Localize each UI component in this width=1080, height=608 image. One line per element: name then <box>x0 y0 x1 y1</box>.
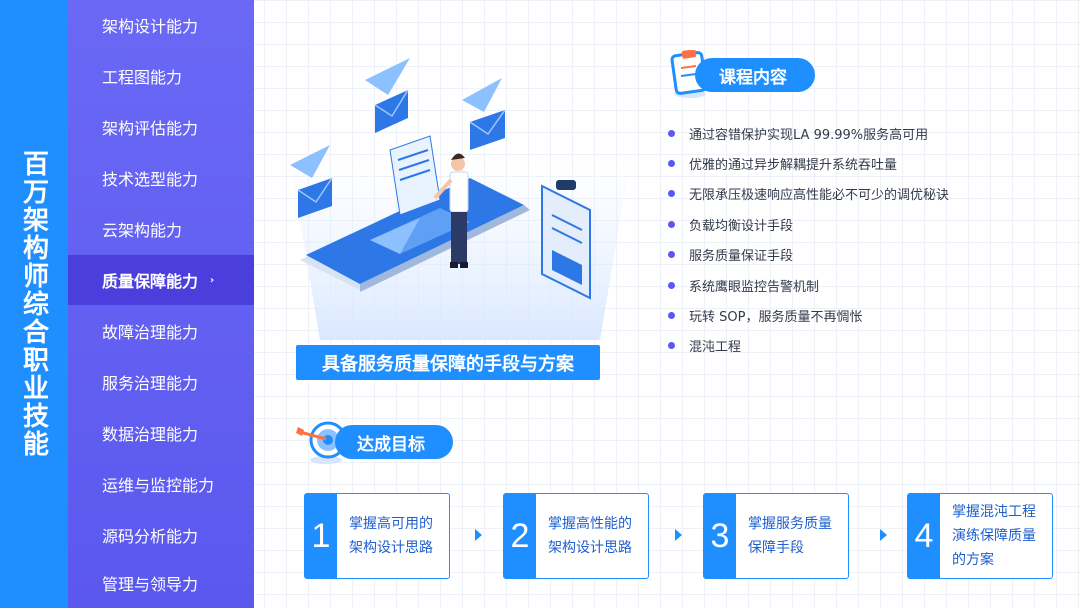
page-title: 百万架构师综合职业技能 <box>18 150 49 458</box>
sidebar-item-label: 数据治理能力 <box>102 425 199 444</box>
list-item: 优雅的通过异步解耦提升系统吞吐量 <box>668 148 949 178</box>
list-item: 玩转 SOP，服务质量不再惆怅 <box>668 300 949 330</box>
sidebar-item-label: 服务治理能力 <box>102 374 199 393</box>
sidebar-item-tech-selection[interactable]: 技术选型能力 <box>68 153 254 203</box>
course-list: 通过容错保护实现LA 99.99%服务高可用 优雅的通过异步解耦提升系统吞吐量 … <box>668 118 949 361</box>
sidebar-item-label: 运维与监控能力 <box>102 476 215 495</box>
capability-banner: 具备服务质量保障的手段与方案 <box>296 345 600 380</box>
list-item: 负载均衡设计手段 <box>668 209 949 239</box>
bullet-icon <box>668 342 675 350</box>
sidebar-item-label: 架构设计能力 <box>102 17 199 36</box>
goal-number: 2 <box>504 494 536 578</box>
envelope-icon <box>469 109 506 150</box>
list-item: 通过容错保护实现LA 99.99%服务高可用 <box>668 118 949 148</box>
goals-heading: 达成目标 <box>335 425 453 459</box>
bullet-icon <box>668 160 675 168</box>
goal-text: 掌握服务质量 保障手段 <box>736 512 842 560</box>
sidebar-item-label: 云架构能力 <box>102 221 183 240</box>
goal-card-3: 3 掌握服务质量 保障手段 <box>703 493 849 579</box>
bullet-icon <box>668 312 675 320</box>
course-heading: 课程内容 <box>695 58 815 92</box>
goal-text-line: 掌握高性能的 <box>548 516 632 532</box>
chevron-right-icon: › <box>210 274 215 286</box>
sidebar-item-source-analysis[interactable]: 源码分析能力 <box>68 510 254 560</box>
goal-text-line: 演练保障质量 <box>952 528 1036 544</box>
quality-illustration <box>290 58 630 340</box>
list-item-text: 无限承压极速响应高性能必不可少的调优秘诀 <box>689 188 950 204</box>
envelope-icon <box>374 89 409 133</box>
goal-card-1: 1 掌握高可用的 架构设计思路 <box>304 493 450 579</box>
goals-heading-label: 达成目标 <box>357 434 425 455</box>
envelope-icon <box>297 177 333 218</box>
list-item-text: 玩转 SOP，服务质量不再惆怅 <box>689 310 863 326</box>
goal-number: 4 <box>908 494 940 578</box>
sidebar-item-ops-monitoring[interactable]: 运维与监控能力 <box>68 459 254 509</box>
list-item-text: 优雅的通过异步解耦提升系统吞吐量 <box>689 158 898 174</box>
list-item: 无限承压极速响应高性能必不可少的调优秘诀 <box>668 179 949 209</box>
sidebar-item-label: 故障治理能力 <box>102 323 199 342</box>
list-item-text: 通过容错保护实现LA 99.99%服务高可用 <box>689 127 929 143</box>
goal-card-2: 2 掌握高性能的 架构设计思路 <box>503 493 649 579</box>
sidebar-item-cloud-architecture[interactable]: 云架构能力 <box>68 204 254 254</box>
list-item-text: 负载均衡设计手段 <box>689 218 794 234</box>
bullet-icon <box>668 129 675 137</box>
goal-text-line: 掌握高可用的 <box>349 516 433 532</box>
sidebar-item-management-leadership[interactable]: 管理与领导力 <box>68 558 254 608</box>
goal-number: 3 <box>704 494 736 578</box>
arrow-right-icon <box>880 529 887 541</box>
goal-text: 掌握高性能的 架构设计思路 <box>536 512 642 560</box>
goal-text: 掌握混沌工程 演练保障质量 的方案 <box>940 500 1046 572</box>
sidebar-item-fault-governance[interactable]: 故障治理能力 <box>68 306 254 356</box>
goal-text-line: 保障手段 <box>748 540 804 556</box>
sidebar-item-label: 工程图能力 <box>102 68 183 87</box>
paper-plane-icon <box>290 145 330 178</box>
goal-text-line: 架构设计思路 <box>548 540 632 556</box>
sidebar-item-label: 技术选型能力 <box>102 170 199 189</box>
arrow-right-icon <box>675 529 682 541</box>
goal-text-line: 架构设计思路 <box>349 540 433 556</box>
sidebar-item-engineering-diagram[interactable]: 工程图能力 <box>68 51 254 101</box>
sidebar-item-label: 架构评估能力 <box>102 119 199 138</box>
sidebar-item-quality-assurance[interactable]: 质量保障能力 › <box>68 255 254 305</box>
list-item-text: 服务质量保证手段 <box>689 249 794 265</box>
sidebar-item-label: 源码分析能力 <box>102 527 199 546</box>
paper-plane-icon <box>462 78 502 112</box>
list-item: 服务质量保证手段 <box>668 240 949 270</box>
sidebar-item-label: 管理与领导力 <box>102 575 199 594</box>
paper-plane-icon <box>365 58 410 95</box>
goal-text: 掌握高可用的 架构设计思路 <box>337 512 443 560</box>
sidebar-item-label: 质量保障能力 <box>102 272 199 291</box>
goal-text-line: 的方案 <box>952 552 994 568</box>
sidebar-item-architecture-evaluation[interactable]: 架构评估能力 <box>68 102 254 152</box>
bullet-icon <box>668 281 675 289</box>
sidebar: 架构设计能力 工程图能力 架构评估能力 技术选型能力 云架构能力 质量保障能力 ›… <box>68 0 254 608</box>
bullet-icon <box>668 220 675 228</box>
goal-card-4: 4 掌握混沌工程 演练保障质量 的方案 <box>907 493 1053 579</box>
goal-text-line: 掌握服务质量 <box>748 516 832 532</box>
list-item-text: 混沌工程 <box>689 340 742 356</box>
bullet-icon <box>668 190 675 198</box>
list-item-text: 系统鹰眼监控告警机制 <box>689 279 820 295</box>
bullet-icon <box>668 251 675 259</box>
course-heading-label: 课程内容 <box>719 67 787 88</box>
list-item: 混沌工程 <box>668 331 949 361</box>
arrow-right-icon <box>475 529 482 541</box>
sidebar-item-architecture-design[interactable]: 架构设计能力 <box>68 0 254 50</box>
title-bar: 百万架构师综合职业技能 <box>0 0 68 608</box>
goal-number: 1 <box>305 494 337 578</box>
sidebar-item-service-governance[interactable]: 服务治理能力 <box>68 357 254 407</box>
list-item: 系统鹰眼监控告警机制 <box>668 270 949 300</box>
goal-text-line: 掌握混沌工程 <box>952 504 1036 520</box>
sidebar-item-data-governance[interactable]: 数据治理能力 <box>68 408 254 458</box>
